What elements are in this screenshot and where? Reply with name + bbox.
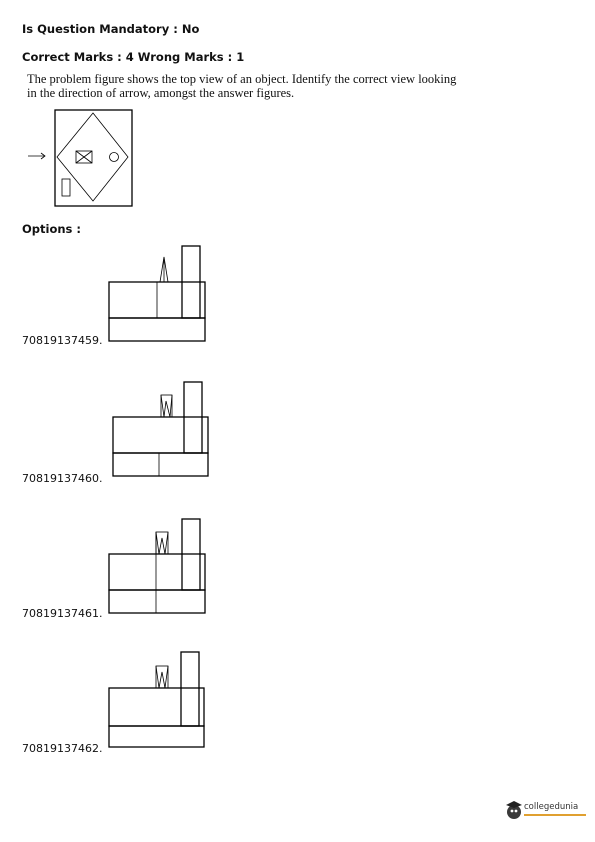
option-id-1[interactable]: 70819137459. <box>22 334 103 347</box>
option-id-2[interactable]: 70819137460. <box>22 472 103 485</box>
option-figure-4[interactable] <box>100 648 210 753</box>
option-figure-3[interactable] <box>100 512 210 617</box>
options-heading: Options : <box>22 222 81 236</box>
logo-text: collegedunia <box>524 802 579 812</box>
question-text: The problem figure shows the top view of… <box>27 72 457 100</box>
mandatory-label: Is Question Mandatory : No <box>22 22 200 36</box>
option-id-3[interactable]: 70819137461. <box>22 607 103 620</box>
collegedunia-logo: collegedunia <box>505 799 590 823</box>
option-figure-1[interactable] <box>100 240 210 345</box>
problem-figure <box>28 109 133 207</box>
option-figure-2[interactable] <box>100 375 210 480</box>
marks-label: Correct Marks : 4 Wrong Marks : 1 <box>22 50 245 64</box>
graduate-mascot-icon <box>506 801 522 819</box>
logo-tagline-bar <box>524 814 586 816</box>
option-id-4[interactable]: 70819137462. <box>22 742 103 755</box>
